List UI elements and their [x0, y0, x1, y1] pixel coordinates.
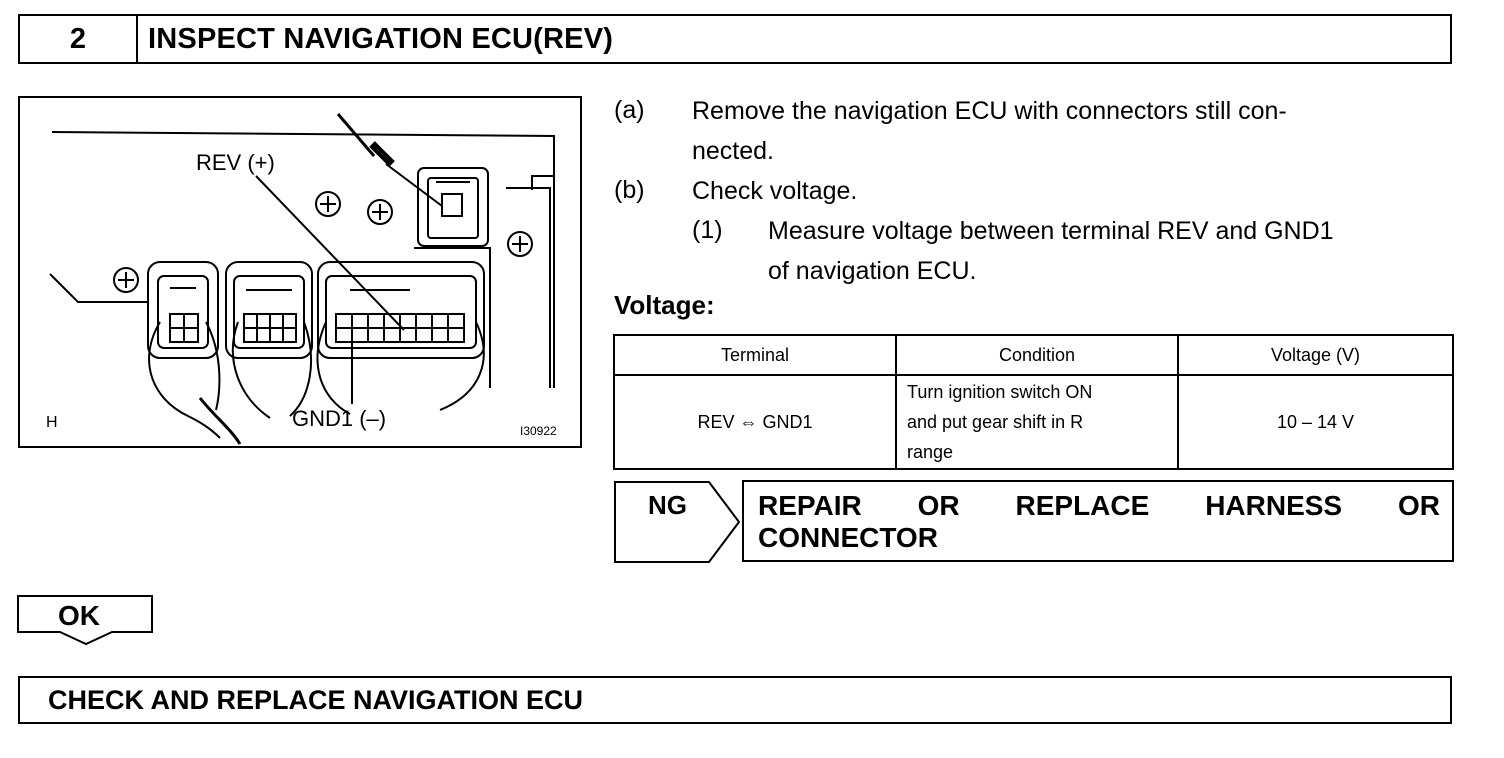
table-row: REV ⇔ GND1 Turn ignition switch ON and p…: [613, 374, 1454, 470]
step-title: INSPECT NAVIGATION ECU(REV): [148, 22, 614, 55]
voltage-spec-table: Terminal Condition Voltage (V) REV ⇔ GND…: [613, 334, 1454, 470]
ng-arrow-icon: [614, 481, 741, 563]
condition-line: Turn ignition switch ON: [907, 382, 1093, 402]
step-header: 2 INSPECT NAVIGATION ECU(REV): [18, 14, 1452, 64]
rev-terminal-label: REV (+): [196, 150, 275, 175]
step-a-line2: nected.: [692, 137, 775, 165]
ng-label: NG: [648, 490, 687, 520]
step-b1-line2: of navigation ECU.: [768, 257, 977, 285]
ecu-illustration: REV (+) GND1 (–) H I30922: [18, 96, 582, 448]
cell-voltage: 10 – 14 V: [1177, 374, 1454, 470]
ng-action-line1: REPAIR OR REPLACE HARNESS OR: [758, 490, 1440, 522]
cell-condition: Turn ignition switch ON and put gear shi…: [895, 374, 1179, 470]
final-action-box: CHECK AND REPLACE NAVIGATION ECU: [18, 676, 1452, 724]
ng-word: HARNESS: [1205, 490, 1343, 521]
ok-label: OK: [58, 600, 100, 631]
step-a-line1: Remove the navigation ECU with connector…: [692, 97, 1287, 125]
voltage-heading: Voltage:: [614, 290, 715, 320]
ng-word: OR: [917, 490, 960, 521]
table-header-row: Terminal Condition Voltage (V): [613, 334, 1454, 376]
step-number: 2: [20, 16, 138, 62]
header-voltage: Voltage (V): [1177, 334, 1454, 376]
header-condition: Condition: [895, 334, 1179, 376]
step-a-marker: (a): [614, 96, 645, 124]
step-b-text: Check voltage.: [692, 177, 858, 205]
step-b-marker: (b): [614, 176, 645, 204]
gnd1-terminal-label: GND1 (–): [292, 406, 387, 431]
condition-line: range: [907, 442, 954, 462]
figure-code: I30922: [520, 424, 557, 438]
condition-line: and put gear shift in R: [907, 412, 1084, 432]
header-terminal: Terminal: [613, 334, 897, 376]
ng-word: REPLACE: [1015, 490, 1150, 521]
step-b1-line1: Measure voltage between terminal REV and…: [768, 217, 1334, 245]
ng-word: OR: [1398, 490, 1440, 521]
figure-corner-letter: H: [46, 414, 58, 431]
ng-action-line2: CONNECTOR: [758, 522, 938, 553]
cell-terminal: REV ⇔ GND1: [613, 374, 897, 470]
ng-word: REPAIR: [758, 490, 862, 521]
ok-arrow-icon: [17, 595, 153, 646]
step-b1-marker: (1): [692, 216, 723, 244]
ecu-drawing: [49, 113, 555, 445]
ng-action-box: REPAIR OR REPLACE HARNESS OR CONNECTOR: [742, 480, 1454, 562]
